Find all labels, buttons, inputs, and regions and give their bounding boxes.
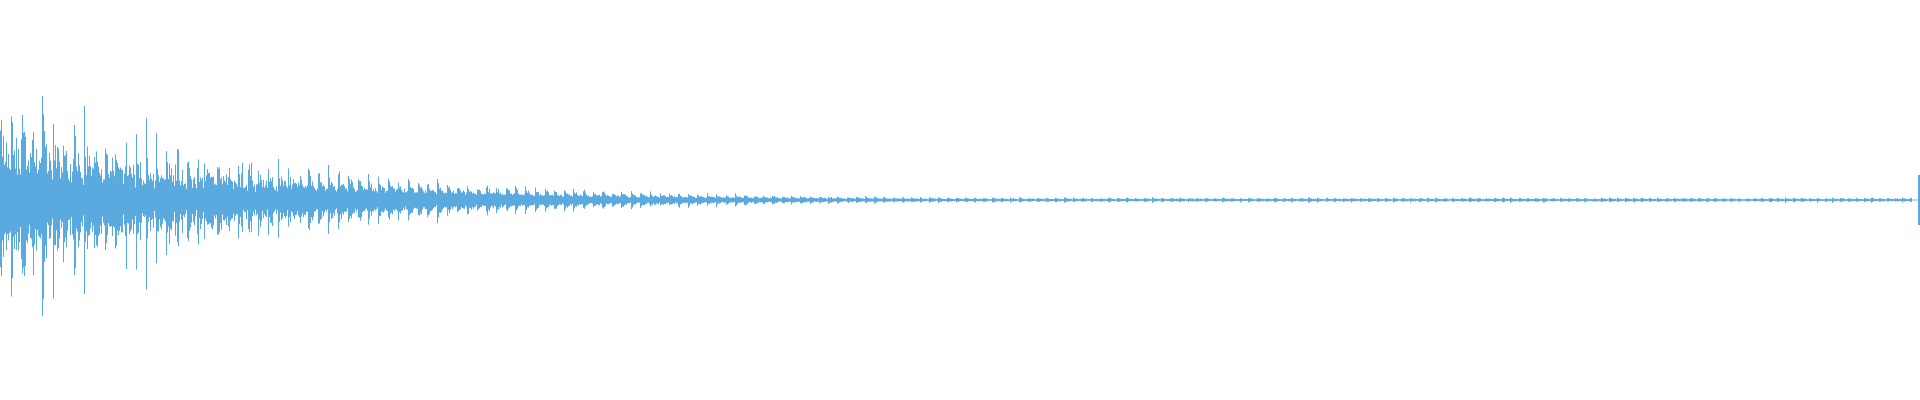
waveform-bars — [0, 96, 1912, 316]
